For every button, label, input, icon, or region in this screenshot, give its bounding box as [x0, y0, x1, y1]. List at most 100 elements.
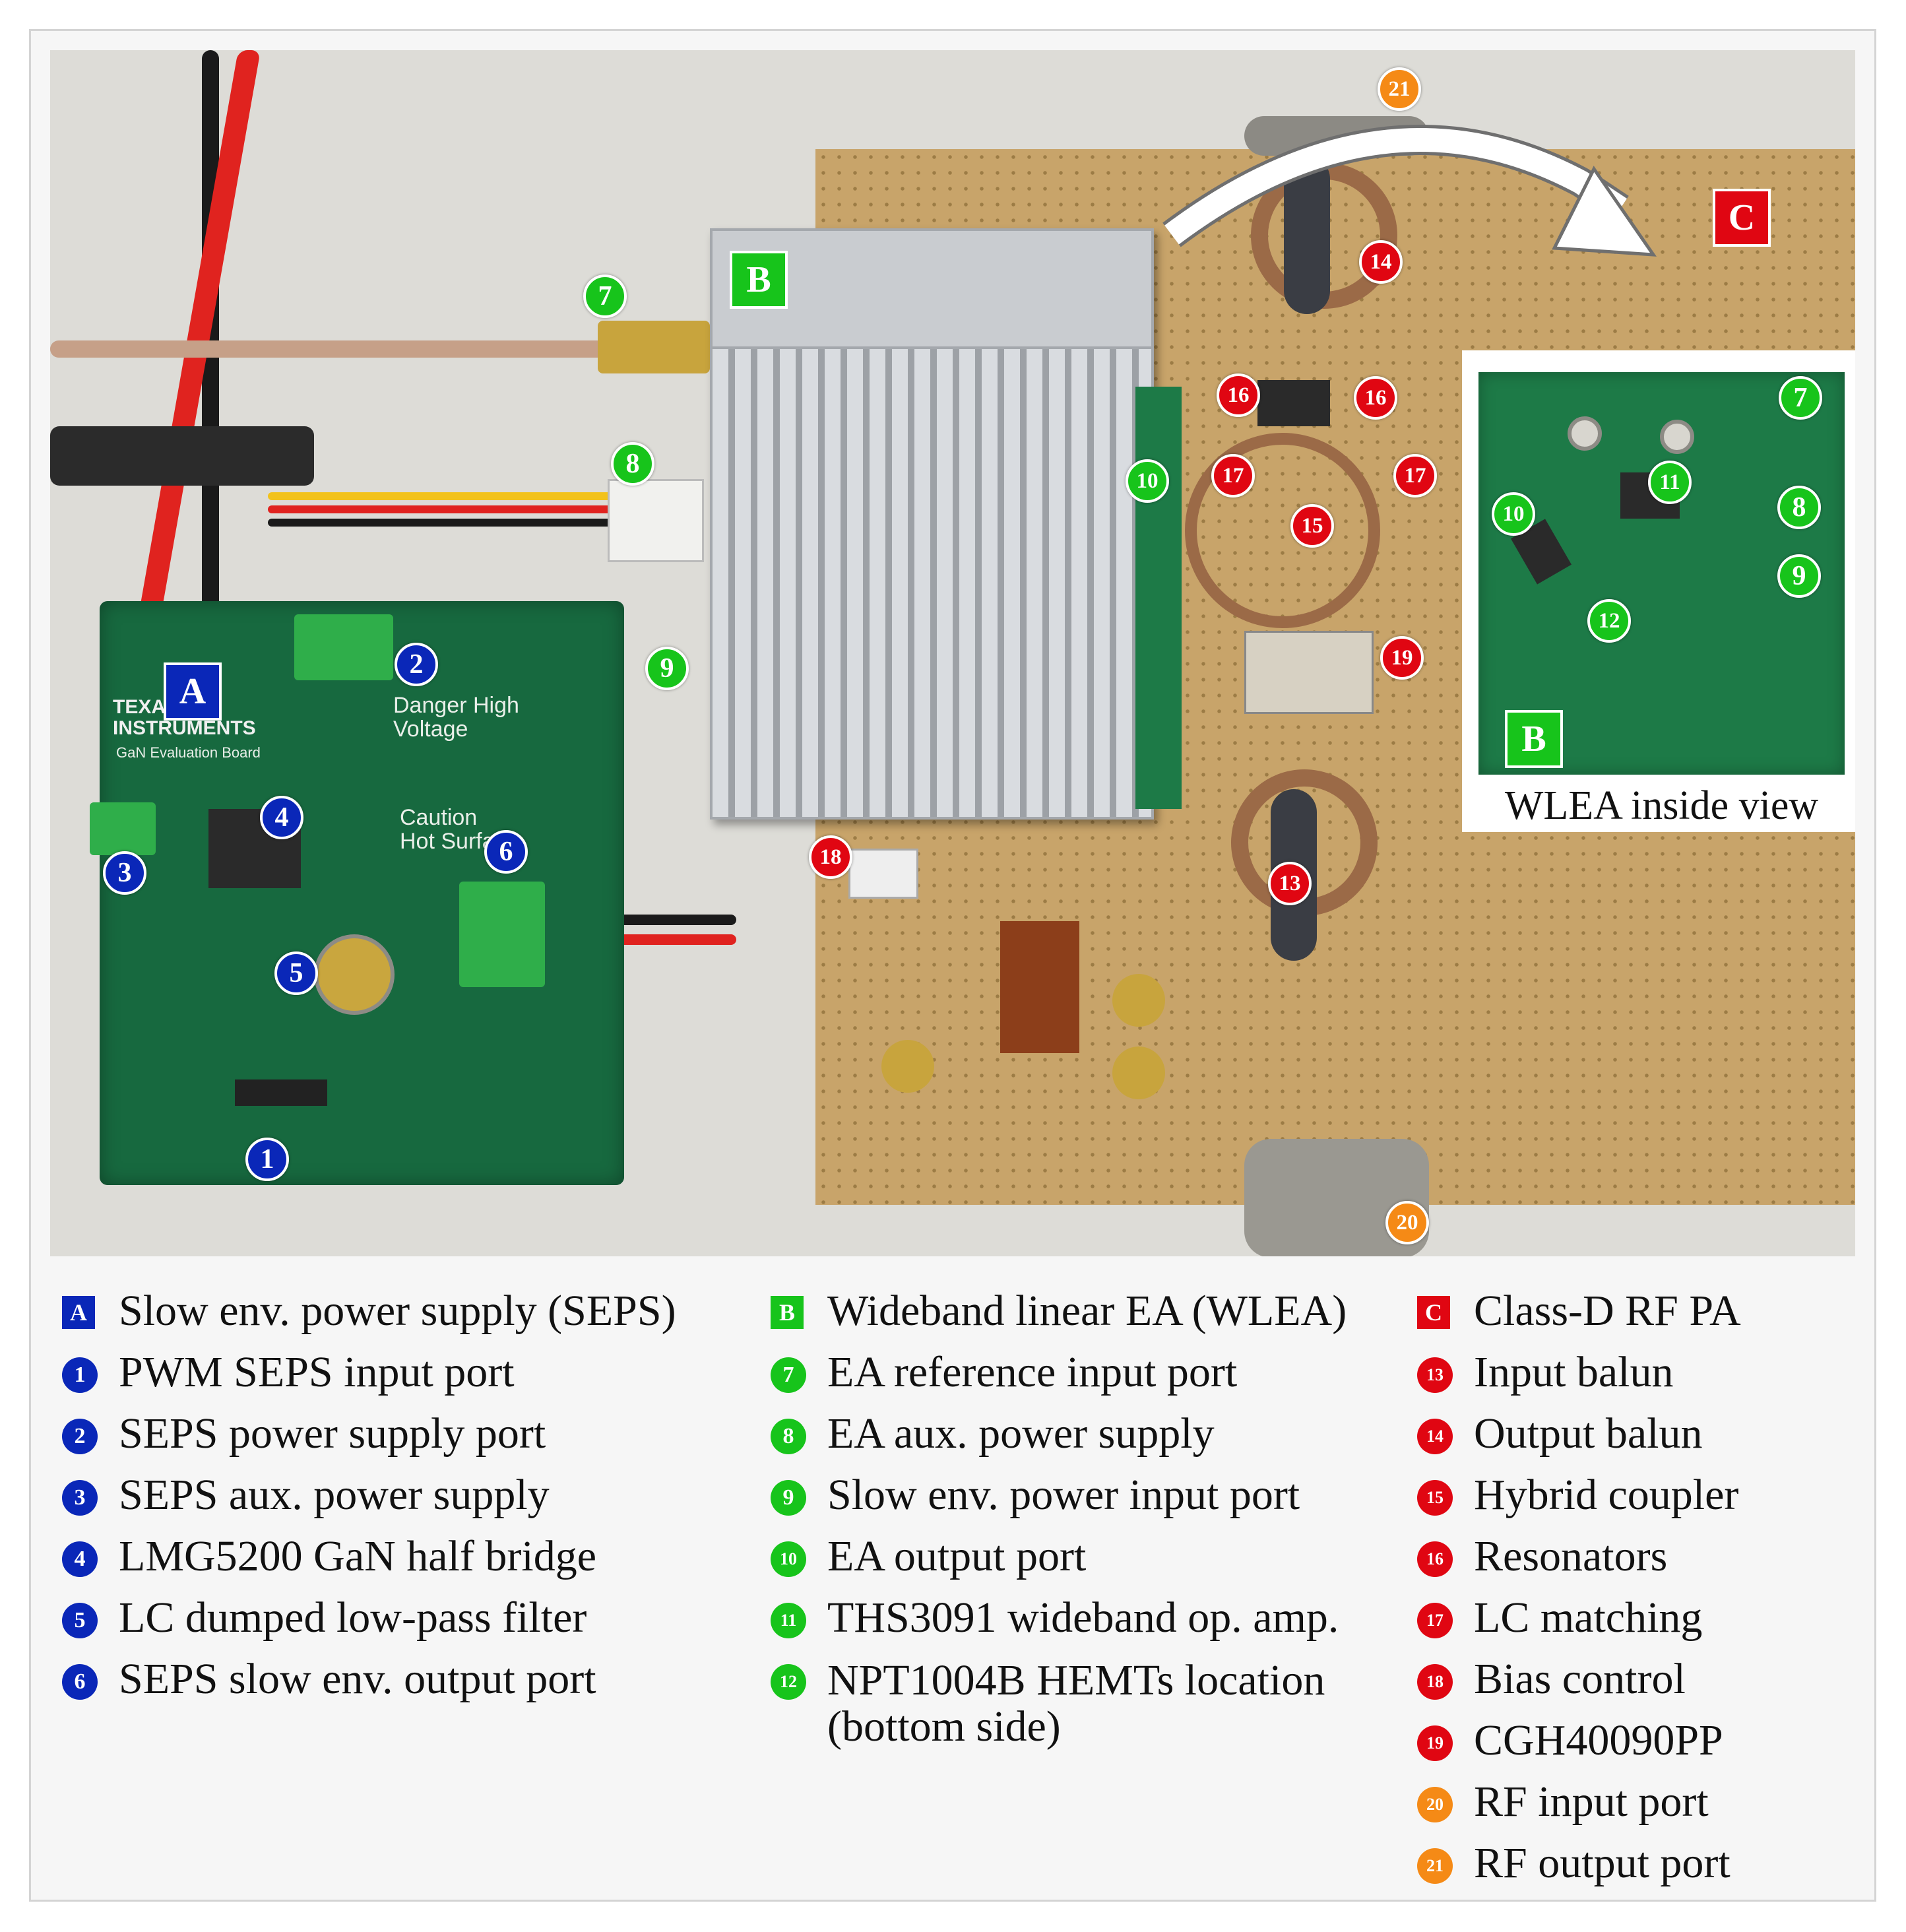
legend-badge: 20	[1417, 1787, 1453, 1822]
black-wire	[268, 519, 664, 527]
legend-text: SEPS slow env. output port	[119, 1655, 596, 1703]
inset-capacitor-1	[1568, 416, 1602, 451]
legend-text: RF output port	[1474, 1839, 1731, 1887]
legend-badge: A	[62, 1296, 95, 1329]
sma-reference-connector	[598, 321, 710, 373]
legend-text: Class-D RF PA	[1474, 1287, 1741, 1335]
marker-8: 8	[611, 442, 654, 486]
legend-badge: 13	[1417, 1357, 1453, 1393]
legend-text: EA reference input port	[827, 1348, 1238, 1396]
board-name-label: GaN Evaluation Board	[116, 744, 261, 761]
marker-6: 6	[484, 830, 528, 874]
sma-connector-1	[881, 1040, 934, 1093]
marker-7: 7	[583, 274, 627, 318]
marker-2: 2	[395, 643, 438, 686]
marker-9: 9	[645, 647, 689, 690]
legend-badge: 12	[771, 1664, 806, 1700]
legend-text: LC dumped low-pass filter	[119, 1594, 587, 1642]
legend-text: SEPS aux. power supply	[119, 1471, 550, 1519]
inset-capacitor-2	[1660, 420, 1694, 454]
legend-text: EA output port	[827, 1532, 1087, 1580]
hardware-photo: TEXAS INSTRUMENTS GaN Evaluation Board D…	[50, 50, 1855, 1256]
red-wire	[268, 505, 664, 513]
marker-15: 15	[1290, 504, 1334, 548]
marker-B-inset: B	[1505, 710, 1563, 768]
bias-control-circuit	[1000, 921, 1079, 1053]
legend-badge: B	[771, 1296, 804, 1329]
legend-text: Resonators	[1474, 1532, 1668, 1580]
legend-text: RF input port	[1474, 1778, 1709, 1826]
legend-text: PWM SEPS input port	[119, 1348, 515, 1396]
pwm-header	[235, 1079, 327, 1106]
legend-badge: 14	[1417, 1419, 1453, 1454]
legend-badge: 17	[1417, 1603, 1453, 1638]
danger-label: Danger High Voltage	[393, 693, 519, 742]
marker-C: C	[1713, 189, 1771, 247]
legend-badge: 2	[62, 1419, 98, 1454]
legend-badge: 11	[771, 1603, 806, 1638]
marker-21: 21	[1378, 67, 1421, 111]
legend-badge: 6	[62, 1664, 98, 1700]
legend-text: LC matching	[1474, 1594, 1703, 1642]
legend-badge: 15	[1417, 1480, 1453, 1516]
legend-badge: 18	[1417, 1664, 1453, 1700]
legend-text: Bias control	[1474, 1655, 1686, 1703]
legend-badge: 8	[771, 1419, 806, 1454]
inset-caption: WLEA inside view	[1504, 783, 1819, 828]
marker-14: 14	[1359, 240, 1403, 284]
marker-11: 11	[1648, 461, 1692, 504]
marker-10: 10	[1126, 459, 1169, 503]
legend-text: Output balun	[1474, 1409, 1703, 1458]
legend-badge: 9	[771, 1480, 806, 1516]
sma-connector-3	[1112, 1046, 1165, 1099]
marker-10-inset: 10	[1492, 492, 1535, 536]
red-power-cable	[138, 50, 261, 618]
marker-3: 3	[103, 851, 146, 895]
marker-19: 19	[1380, 636, 1424, 680]
bnc-connector	[314, 934, 395, 1015]
aux-power-connector	[608, 479, 704, 562]
marker-1: 1	[245, 1138, 289, 1181]
marker-20: 20	[1385, 1201, 1429, 1244]
ti-logo: TEXAS INSTRUMENTS	[113, 696, 256, 739]
marker-9-inset: 9	[1777, 554, 1821, 598]
marker-16-left: 16	[1217, 373, 1260, 417]
marker-7-inset: 7	[1779, 376, 1822, 420]
legend-text: EA aux. power supply	[827, 1409, 1215, 1458]
legend-badge: 7	[771, 1357, 806, 1393]
aux-cable-bundle	[50, 426, 314, 486]
marker-5: 5	[274, 951, 318, 995]
wlea-board-edge	[1135, 387, 1182, 809]
sma-connector-2	[1112, 974, 1165, 1027]
legend-badge: 10	[771, 1541, 806, 1577]
legend-badge: 4	[62, 1541, 98, 1577]
legend-text: NPT1004B HEMTs location (bottom side)	[827, 1656, 1325, 1751]
marker-18: 18	[809, 835, 852, 879]
legend-badge: 21	[1417, 1848, 1453, 1884]
marker-16-right: 16	[1354, 376, 1397, 420]
legend-text: CGH40090PP	[1474, 1716, 1723, 1764]
legend-text: THS3091 wideband op. amp.	[827, 1594, 1339, 1642]
legend-text: SEPS power supply port	[119, 1409, 546, 1458]
legend-text: Hybrid coupler	[1474, 1471, 1739, 1519]
caution-label: Caution Hot Surface	[400, 805, 519, 854]
output-terminal-block	[459, 882, 545, 987]
resonator-parts	[1257, 380, 1330, 426]
marker-17-left: 17	[1211, 454, 1255, 498]
marker-17-right: 17	[1393, 454, 1437, 498]
yellow-wire	[268, 492, 664, 500]
legend-badge: 5	[62, 1603, 98, 1638]
marker-A: A	[164, 662, 222, 721]
legend-badge: C	[1417, 1296, 1450, 1329]
legend-badge: 19	[1417, 1725, 1453, 1761]
legend-badge: 16	[1417, 1541, 1453, 1577]
marker-8-inset: 8	[1777, 486, 1821, 529]
legend-text: Slow env. power input port	[827, 1471, 1300, 1519]
legend-text: Slow env. power supply (SEPS)	[119, 1287, 676, 1335]
legend-badge: 3	[62, 1480, 98, 1516]
aux-terminal-block	[90, 802, 156, 855]
power-terminal-block	[294, 614, 393, 680]
inset-arrow	[1162, 125, 1657, 257]
cgh40090pp-transistor	[1244, 631, 1374, 714]
legend-badge: 1	[62, 1357, 98, 1393]
